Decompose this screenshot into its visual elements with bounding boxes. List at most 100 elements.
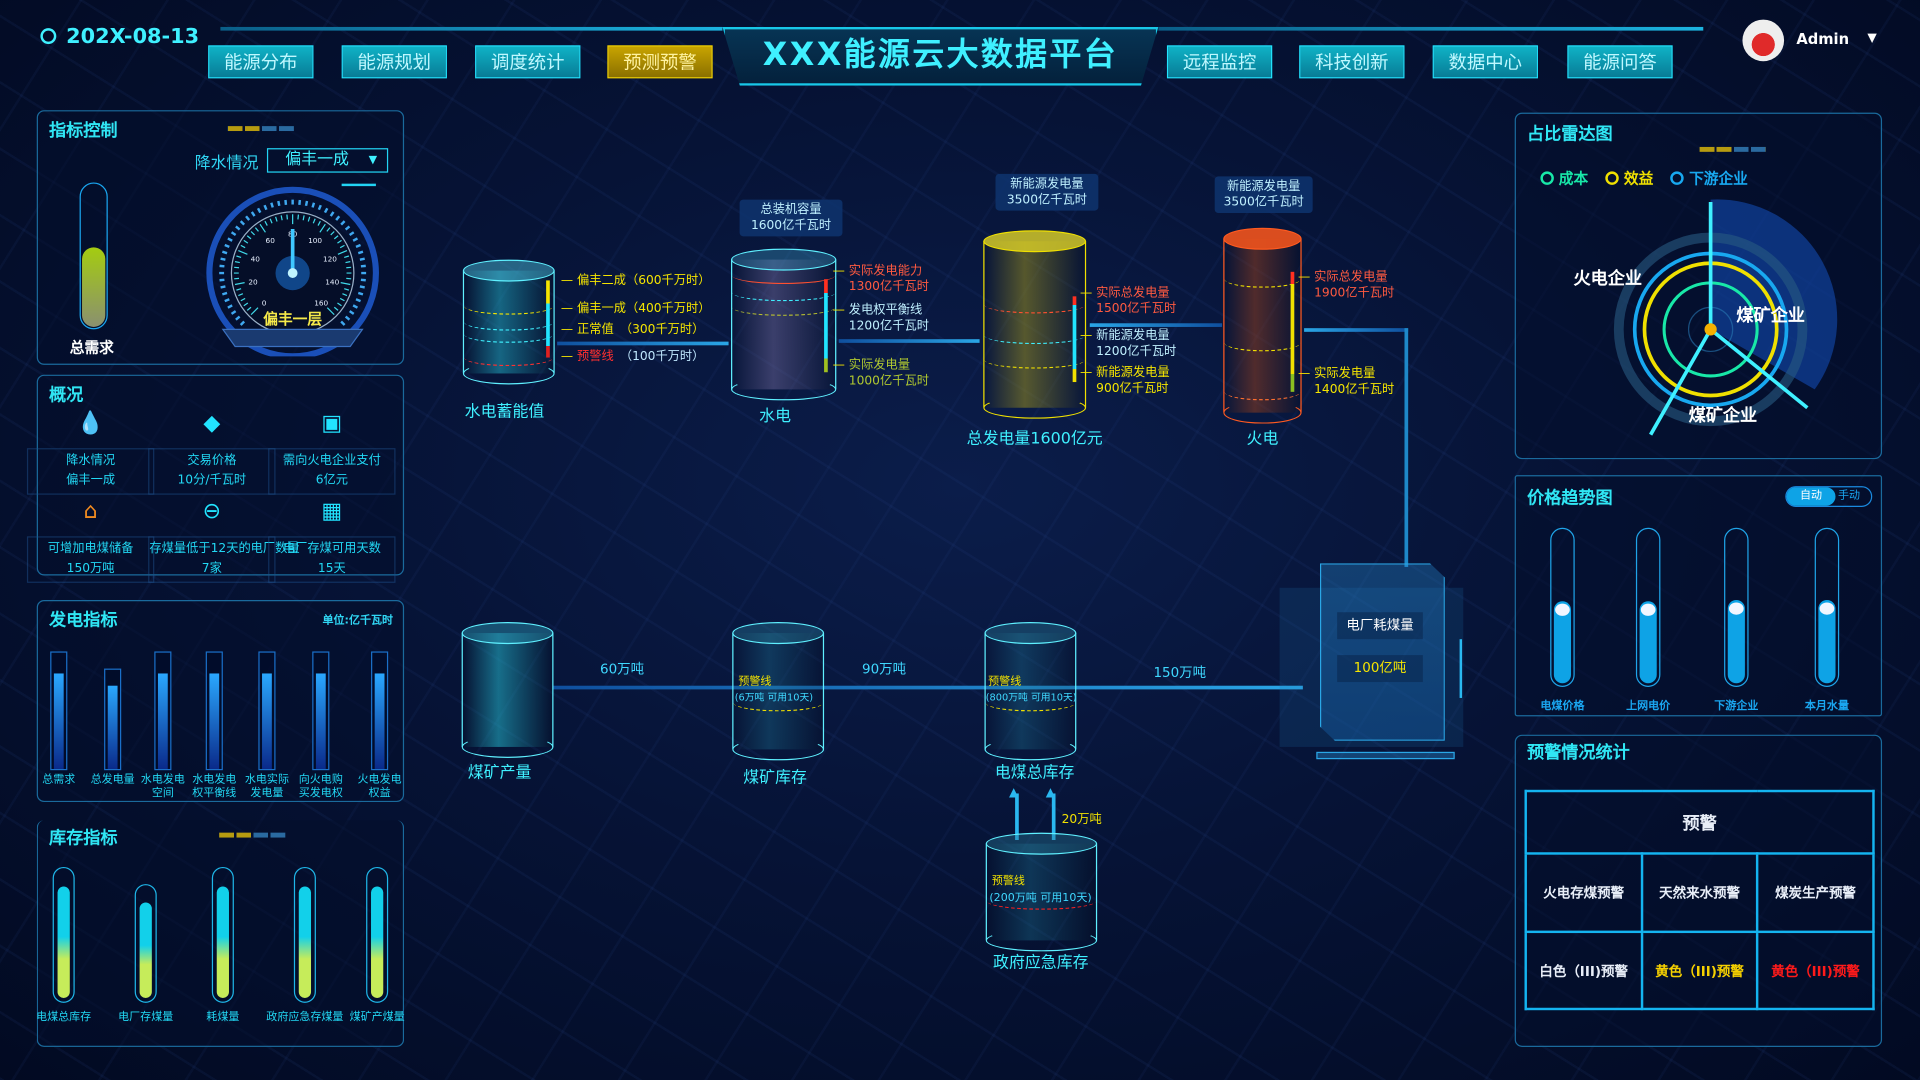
legend-downstream[interactable]: 下游企业 (1670, 170, 1748, 187)
price-slider[interactable] (1724, 527, 1749, 687)
nav-data-center[interactable]: 数据中心 (1432, 45, 1538, 79)
gauge-tick-label: 160 (314, 298, 328, 307)
nav-remote-monitor[interactable]: 远程监控 (1166, 45, 1273, 79)
water-drop-icon: 💧 (76, 410, 105, 436)
radar-axis-label: 煤矿企业 (1688, 406, 1758, 427)
decor-stripes (219, 832, 286, 838)
generation-bar (154, 651, 172, 771)
up-arrow-icon (1459, 639, 1463, 698)
thermal-note: — 实际总发电量 1900亿千瓦时 (1297, 270, 1395, 301)
generation-bar (205, 651, 223, 771)
stock-tube-label: 政府应急存煤量 (266, 1011, 344, 1024)
flow-arrow (838, 339, 980, 343)
gauge-tick-label: 0 (262, 298, 267, 307)
stock-tube-label: 耗煤量 (206, 1011, 240, 1024)
rain-speedometer: 020406080100120140160 (206, 186, 379, 357)
level-note: — 预警线 （100千万时） (560, 350, 705, 364)
user-avatar[interactable] (1742, 19, 1785, 62)
price-tag-icon: ◆ (203, 410, 221, 436)
level-indicator (1072, 296, 1077, 383)
cylinder-label: 煤矿产量 (467, 764, 532, 783)
toggle-manual[interactable]: 手动 (1837, 489, 1861, 503)
nav-tech-innovation[interactable]: 科技创新 (1299, 45, 1405, 79)
level-note: — 偏丰一成（400千万时） (560, 302, 711, 316)
total-demand-fill (82, 247, 106, 327)
price-slider[interactable] (1635, 527, 1661, 687)
hydro-cylinder (731, 248, 837, 401)
flow-arrow (1089, 323, 1223, 327)
radar-legend: 成本 效益 下游企业 (1540, 168, 1748, 189)
price-slider[interactable] (1550, 527, 1575, 687)
level-note: — 偏丰二成（600千万时） (560, 274, 711, 288)
gauge-tick-label: 20 (248, 278, 258, 287)
circle-icon (1670, 171, 1685, 185)
price-slider[interactable] (1814, 527, 1840, 687)
thermal-cylinder (1223, 227, 1302, 424)
unit-label: 单位:亿千瓦时 (322, 614, 394, 627)
warning-line-label: 预警线 (738, 675, 772, 689)
cylinder-label: 煤矿库存 (743, 768, 807, 788)
stock-tube (52, 866, 75, 1003)
nav-energy-planning[interactable]: 能源规划 (341, 45, 447, 79)
radar-axis (1709, 327, 1809, 410)
radar-axis (1649, 328, 1713, 436)
legend-cost[interactable]: 成本 (1540, 170, 1588, 187)
legend-benefit[interactable]: 效益 (1605, 170, 1653, 187)
radar-axis-label: 煤矿企业 (1736, 306, 1805, 326)
warning-column: 天然来水预警 (1640, 852, 1759, 934)
circle-icon (1605, 171, 1620, 185)
generation-bar-label: 水电发电空间 (140, 773, 185, 800)
toggle-auto[interactable]: 自动 (1786, 487, 1836, 506)
nav-forecast-warning[interactable]: 预测预警 (607, 45, 713, 79)
user-menu-chevron-down-icon[interactable]: ▼ (1867, 31, 1877, 46)
nav-dispatch-statistics[interactable]: 调度统计 (475, 45, 581, 79)
user-name[interactable]: Admin (1796, 30, 1850, 48)
power-plant-box (1320, 563, 1445, 741)
mode-toggle[interactable]: 自动 手动 (1785, 486, 1873, 507)
slider-knob (1819, 602, 1835, 615)
minus-circle-icon: ⊖ (202, 498, 222, 525)
gauge-tick-label: 140 (325, 278, 339, 287)
overview-item: 降水情况偏丰一成 (26, 448, 155, 495)
nav-energy-qa[interactable]: 能源问答 (1567, 45, 1673, 79)
chevron-down-icon: ▼ (368, 154, 378, 167)
total-note: — 新能源发电量 1200亿千瓦时 (1080, 329, 1177, 359)
total-demand-gauge (79, 182, 108, 330)
cylinder-label: 火电 (1246, 429, 1279, 449)
hydro-note: — 实际发电量 1000亿千瓦时 (832, 358, 929, 389)
warning-level: 黄色（III)预警 (1756, 930, 1875, 1011)
generation-bar (258, 651, 276, 771)
up-arrow-icon (1015, 793, 1019, 841)
warning-table: 预警 火电存煤预警 天然来水预警 煤炭生产预警 白色（III)预警 黄色（III… (1524, 789, 1875, 1011)
stock-tube (293, 866, 316, 1003)
level-indicator (1290, 271, 1295, 392)
rain-select-value: 偏丰一成 (285, 150, 349, 169)
level-indicator (824, 279, 828, 373)
rain-select[interactable]: 偏丰一成 ▼ (266, 148, 389, 173)
slider-knob (1640, 604, 1656, 617)
warning-line-label: 预警线 (991, 875, 1025, 888)
generation-bar (312, 651, 330, 771)
warning-line-detail: (800万吨 可用10天) (985, 691, 1077, 703)
rain-label: 降水情况 (194, 154, 259, 173)
gauge-tick-label: 100 (308, 236, 322, 245)
cylinder-label: 水电蓄能值 (464, 402, 545, 422)
generation-bar-label: 火电发电权益 (357, 773, 402, 800)
slider-label: 电煤价格 (1540, 700, 1585, 713)
slider-knob (1728, 602, 1744, 615)
generation-bar-label: 总发电量 (90, 773, 135, 787)
mine-stock-cylinder: 预警线 (6万吨 可用10天) (732, 622, 825, 761)
flow-pipe (1404, 328, 1409, 567)
slider-knob (1555, 604, 1570, 617)
panel-title: 概况 (48, 385, 84, 406)
panel-title: 发电指标 (48, 611, 118, 631)
nav-energy-distribution[interactable]: 能源分布 (208, 45, 314, 79)
gauge-base (221, 328, 364, 348)
generation-bar-label: 水电实际发电量 (244, 773, 289, 800)
plant-consumption-value: 100亿吨 (1337, 655, 1423, 683)
stock-tube (211, 866, 234, 1003)
